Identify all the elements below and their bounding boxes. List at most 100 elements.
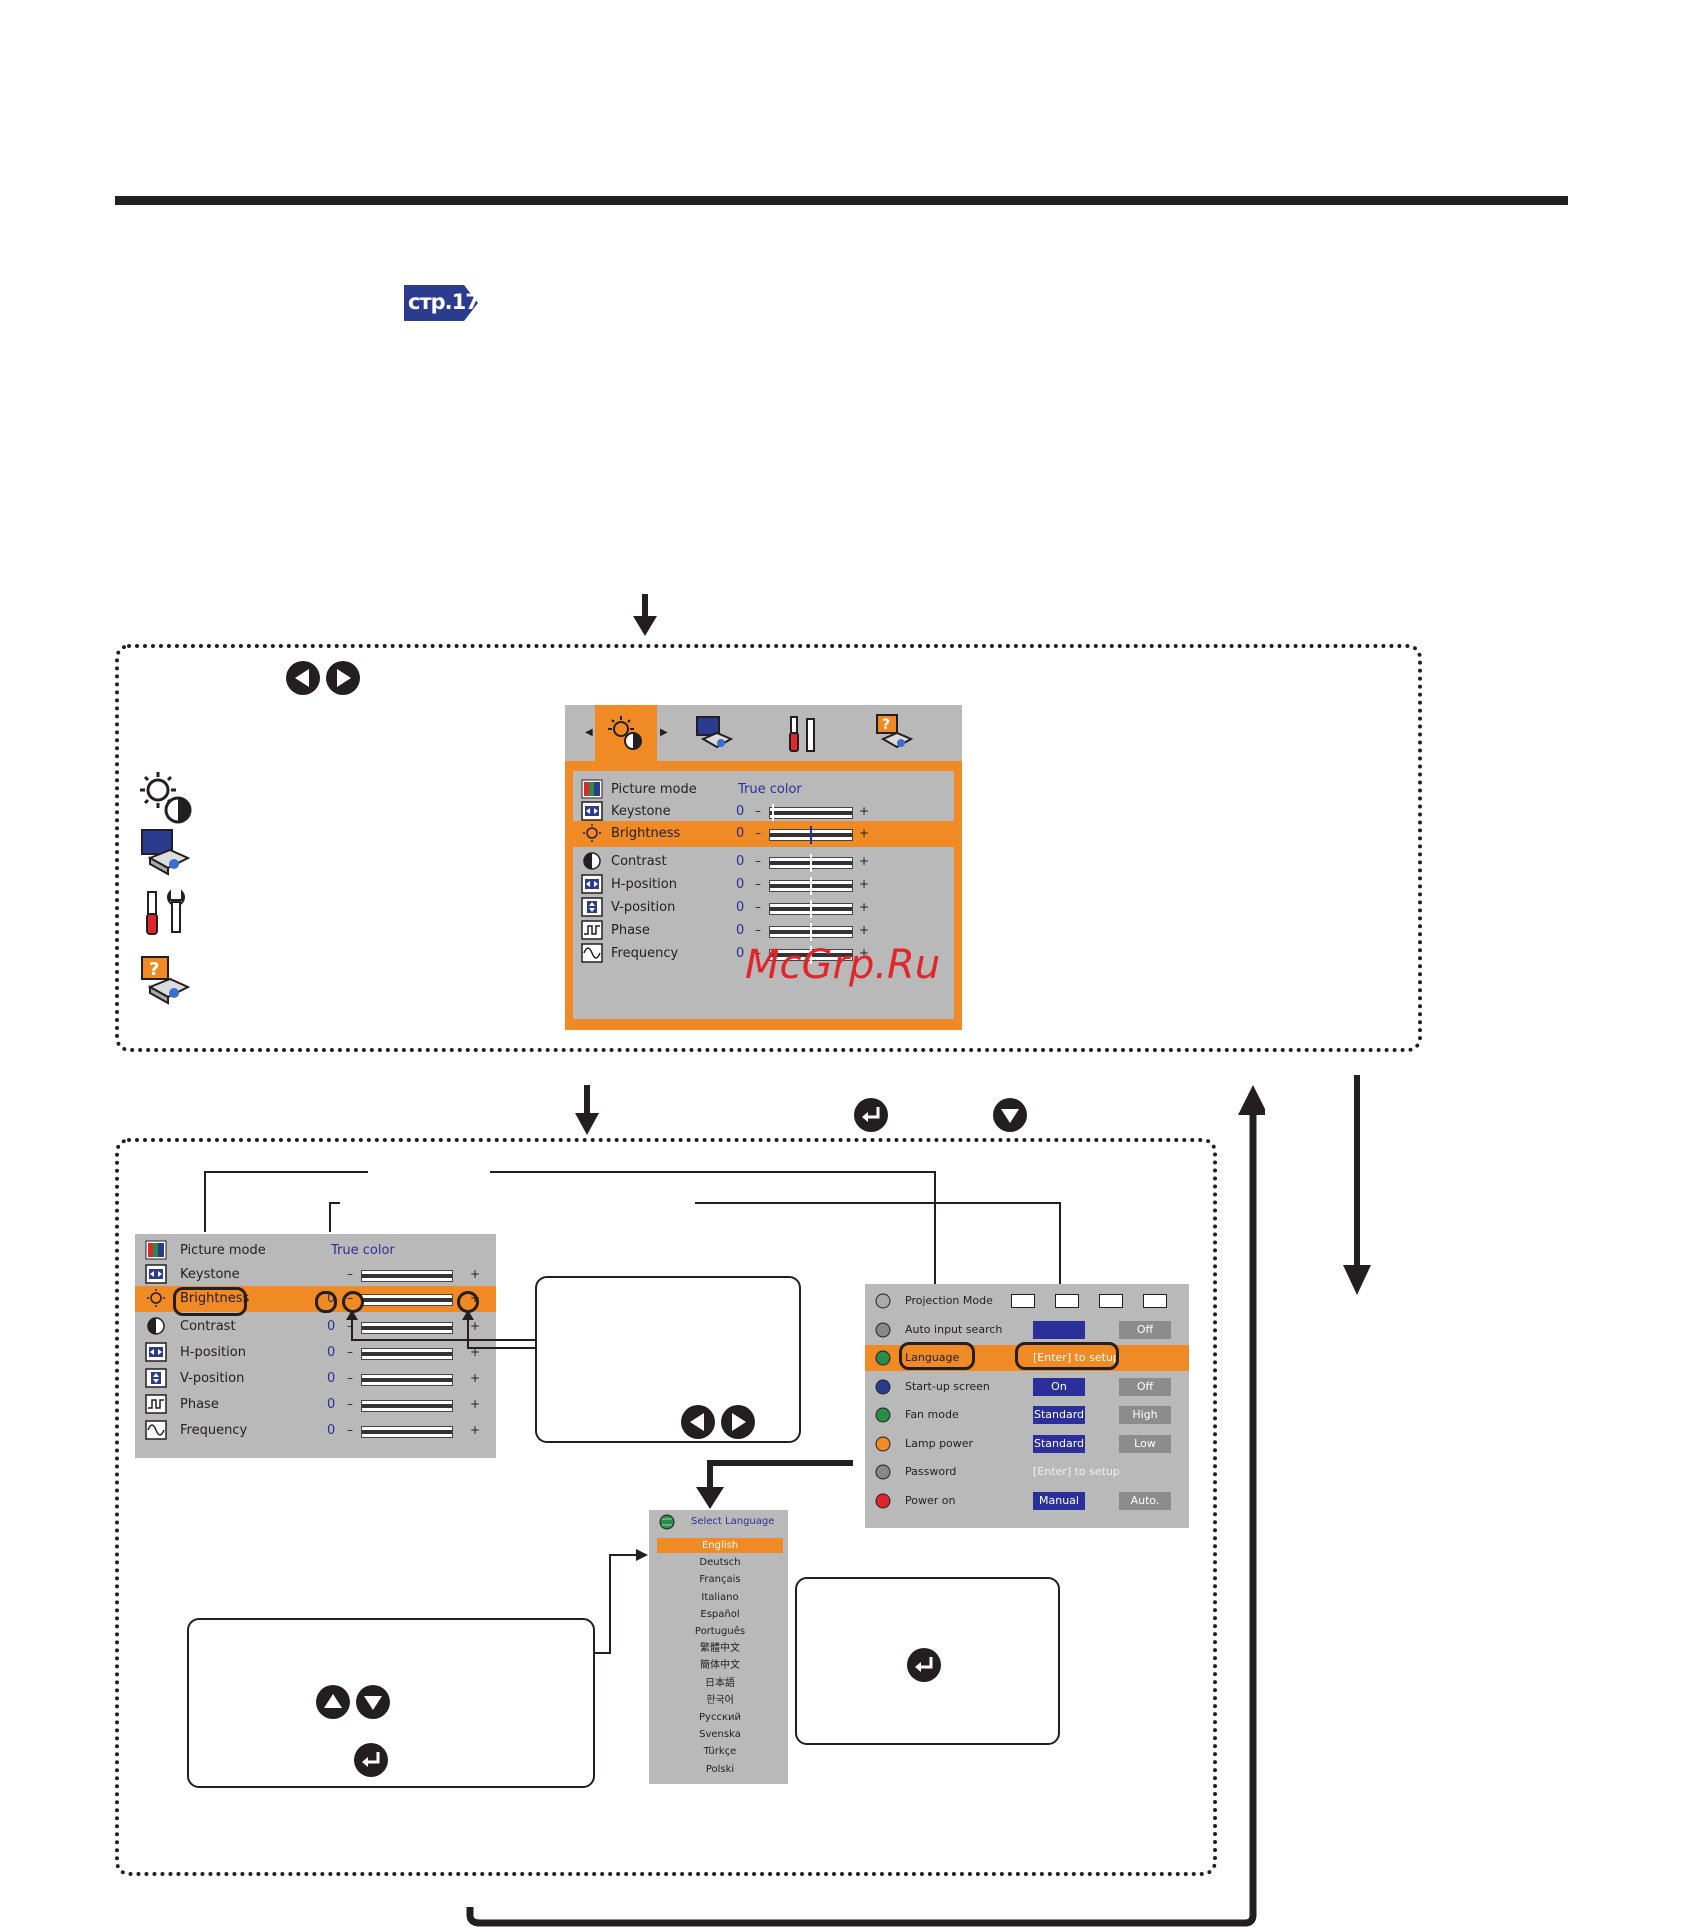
v-position-icon [581, 897, 603, 917]
slider-thumb[interactable] [810, 946, 812, 964]
slider-plus: + [470, 1267, 481, 1281]
language-option[interactable]: Türkçe [703, 1746, 737, 1758]
language-option[interactable]: 簡体中文 [700, 1660, 740, 1672]
row-label: Keystone [611, 804, 671, 819]
slider-track[interactable] [769, 946, 853, 964]
page-ref-badge[interactable]: стр.17 [404, 285, 480, 321]
language-option[interactable]: Italiano [701, 1591, 739, 1603]
option-button-1[interactable]: Standard [1033, 1434, 1085, 1453]
tab-display-icon[interactable] [695, 715, 735, 753]
slider-track[interactable] [361, 1400, 453, 1412]
tab-setup-icon[interactable] [787, 713, 821, 755]
osd-tab-bar: ◀ ▶ ? [565, 705, 962, 765]
slider-thumb[interactable] [810, 854, 812, 872]
language-option[interactable]: 한국어 [706, 1694, 734, 1706]
language-option[interactable]: 繁體中文 [700, 1643, 740, 1655]
slider-track[interactable] [769, 877, 853, 895]
password-icon [873, 1462, 895, 1482]
slider-thumb[interactable] [772, 804, 775, 822]
setup-row-language[interactable]: Language[Enter] to setup [865, 1345, 1189, 1371]
slider-thumb[interactable] [810, 877, 812, 895]
tab-picture[interactable] [595, 705, 657, 765]
language-option[interactable]: Português [694, 1626, 746, 1637]
slider-thumb[interactable] [810, 900, 812, 918]
language-option[interactable]: English [657, 1538, 783, 1553]
slider-plus: + [859, 877, 870, 891]
projection-mode-option-icon[interactable] [1099, 1294, 1123, 1308]
projection-mode-option-icon[interactable] [1011, 1294, 1035, 1308]
setup-row-projection-mode[interactable]: Projection Mode [865, 1288, 1189, 1314]
option-button-1[interactable]: On [1033, 1377, 1085, 1396]
slider-track[interactable] [361, 1374, 453, 1386]
slider-track[interactable] [361, 1322, 453, 1334]
slider-track[interactable] [769, 900, 853, 918]
language-option[interactable]: Русский [699, 1712, 741, 1723]
page-ref-text: стр.17 [408, 290, 480, 314]
option-button-1[interactable]: Standard [1033, 1406, 1085, 1424]
language-option[interactable]: Svenska [699, 1729, 741, 1741]
projection-mode-option-icon[interactable] [1143, 1294, 1167, 1308]
power-icon [873, 1491, 895, 1511]
setup-to-language-arrow [696, 1460, 853, 1509]
language-option[interactable]: Deutsch [699, 1557, 741, 1569]
lamp-icon [873, 1434, 895, 1454]
tab-left-arrow-icon[interactable]: ◀ [585, 727, 593, 738]
option-button-2[interactable]: Low [1119, 1434, 1171, 1453]
option-button-1[interactable] [1033, 1320, 1085, 1339]
option-button-2[interactable]: Off [1119, 1377, 1171, 1396]
slider-track[interactable] [769, 804, 853, 822]
language-option[interactable]: Polski [705, 1763, 735, 1775]
option-button-2[interactable]: Off [1119, 1320, 1171, 1339]
row-label: Password [905, 1465, 957, 1478]
detail-row-keystone[interactable]: Keystone–+ [135, 1262, 496, 1288]
option-button-1[interactable]: Manual [1033, 1491, 1085, 1510]
row-label: Picture mode [180, 1243, 266, 1258]
slider-track[interactable] [769, 854, 853, 872]
slider-track[interactable] [361, 1348, 453, 1360]
display-settings-icon [141, 829, 191, 876]
option-button-2[interactable]: High [1119, 1406, 1171, 1424]
projection-mode-option-icon[interactable] [1055, 1294, 1079, 1308]
slider-thumb[interactable] [810, 826, 812, 844]
setup-row-password[interactable]: Password[Enter] to setup [865, 1459, 1189, 1485]
slider-track[interactable] [769, 923, 853, 941]
row-label: Keystone [180, 1267, 240, 1282]
slider-track[interactable] [361, 1270, 453, 1282]
language-option[interactable]: Español [700, 1608, 740, 1620]
slider-track[interactable] [769, 826, 853, 844]
slider-minus: – [755, 804, 761, 818]
slider-track[interactable] [361, 1426, 453, 1438]
language-option[interactable]: Français [699, 1574, 741, 1586]
language-option[interactable]: 日本語 [705, 1677, 735, 1689]
slider-minus: – [347, 1397, 353, 1411]
row-label: Picture mode [611, 782, 697, 797]
option-button-2[interactable]: Auto. [1119, 1491, 1171, 1510]
slider-track[interactable] [361, 1294, 453, 1306]
slider-thumb[interactable] [810, 923, 812, 941]
enter-button-icon [854, 1098, 888, 1132]
language-callout-connector [592, 1549, 648, 1654]
slider-plus: + [470, 1397, 481, 1411]
tab-right-arrow-icon[interactable]: ▶ [660, 727, 668, 738]
row-label: Phase [611, 923, 650, 938]
tab-info-icon[interactable]: ? [875, 713, 915, 755]
